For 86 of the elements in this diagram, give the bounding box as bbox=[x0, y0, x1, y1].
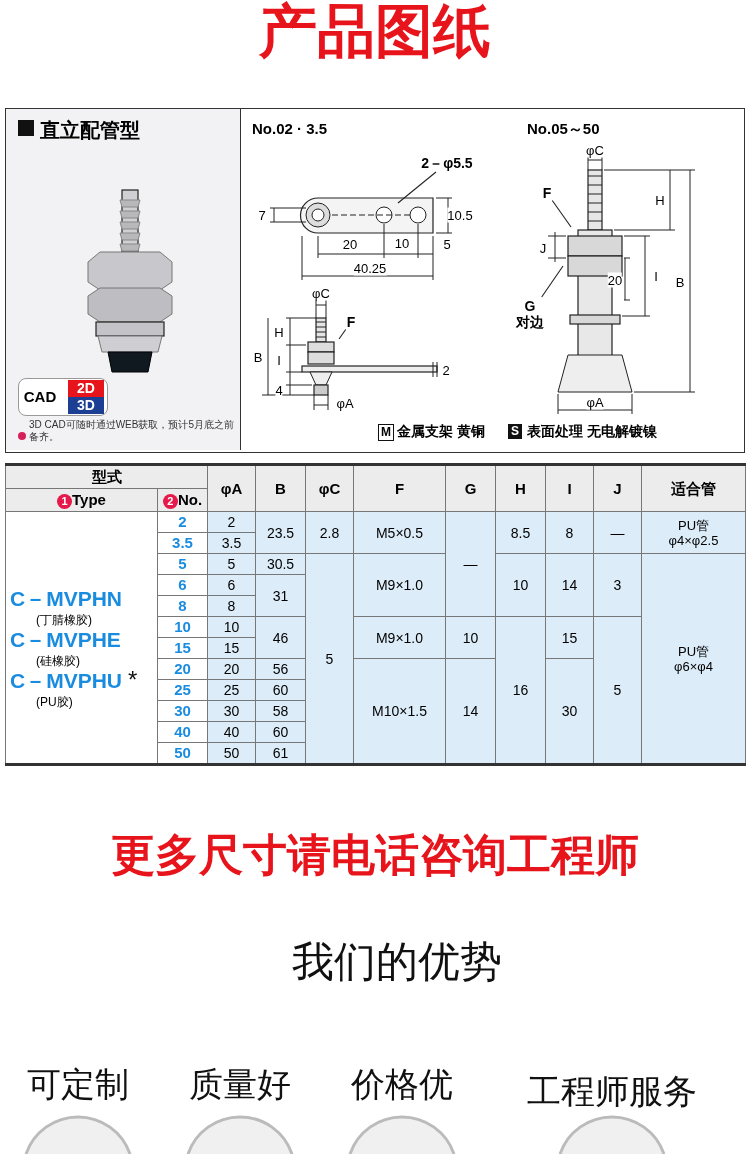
tube-spec: φ4×φ2.5 bbox=[667, 532, 720, 548]
table-cell: 8 bbox=[157, 595, 208, 617]
table-cell: 40 bbox=[157, 721, 208, 743]
leader-line bbox=[541, 265, 564, 298]
table-cell: M9×1.0 bbox=[353, 616, 446, 659]
model-name: C－MVPHE bbox=[10, 628, 121, 651]
view-title: No.05～50 bbox=[527, 120, 600, 139]
callout-label: 2－φ5.5 bbox=[421, 155, 473, 171]
table-cell: M10×1.5 bbox=[353, 658, 446, 765]
table-cell: M9×1.0 bbox=[353, 553, 446, 617]
feature-label: 质量好 bbox=[189, 1064, 291, 1105]
column-header: 型式 bbox=[5, 464, 208, 489]
table-cell: 3.5 bbox=[157, 532, 208, 554]
table-cell: 23.5 bbox=[255, 511, 306, 554]
footnote-mark: * bbox=[127, 666, 138, 693]
column-header: G bbox=[445, 464, 496, 512]
model-name: C－MVPHN bbox=[10, 587, 122, 610]
letter-badge: S bbox=[508, 424, 522, 439]
table-cell: 2.8 bbox=[305, 511, 354, 554]
table-cell: 14 bbox=[545, 553, 594, 617]
table-cell: 15 bbox=[545, 616, 594, 659]
leader-line bbox=[397, 171, 437, 204]
view-title: No.02 · 3.5 bbox=[252, 120, 328, 137]
column-header: I bbox=[545, 464, 594, 512]
letter-badge: M bbox=[378, 424, 394, 441]
table-cell: 25 bbox=[157, 679, 208, 701]
badge-label: 3D bbox=[68, 397, 104, 414]
column-header: B bbox=[255, 464, 306, 512]
page-title: 产品图纸 bbox=[259, 0, 491, 65]
table-cell: 30 bbox=[157, 700, 208, 722]
column-header: No. bbox=[177, 490, 203, 508]
callout-label: F bbox=[542, 185, 552, 201]
callout-label: G 对边 bbox=[516, 298, 544, 330]
material-note: (硅橡胶) bbox=[35, 654, 80, 668]
table-cell: M5×0.5 bbox=[353, 511, 446, 554]
leader-line bbox=[338, 328, 347, 340]
badge-text: CAD bbox=[23, 387, 57, 405]
column-header: 适合管 bbox=[641, 464, 746, 512]
table-cell: 5 bbox=[305, 553, 354, 765]
column-header: F bbox=[353, 464, 446, 512]
table-cell: 20 bbox=[157, 658, 208, 680]
table-cell: 15 bbox=[157, 637, 208, 659]
promo-text: 更多尺寸请电话咨询工程师 bbox=[111, 828, 639, 881]
column-header: J bbox=[593, 464, 642, 512]
column-header: Type bbox=[72, 490, 106, 508]
number-badge: 2 bbox=[162, 493, 178, 509]
table-cell: 16 bbox=[495, 616, 546, 765]
tube-spec: PU管 bbox=[676, 517, 711, 533]
feature-label: 工程师服务 bbox=[527, 1071, 697, 1112]
material-note: (PU胶) bbox=[35, 695, 73, 709]
dimension-label: 20 bbox=[607, 272, 623, 288]
table-cell: — bbox=[445, 511, 496, 617]
table-cell: 8 bbox=[545, 511, 594, 554]
table-cell: 31 bbox=[255, 574, 306, 617]
column-header: φC bbox=[305, 464, 354, 512]
section-heading: 我们的优势 bbox=[292, 937, 502, 987]
feature-label: 价格优 bbox=[351, 1064, 453, 1105]
table-cell: 10 bbox=[495, 553, 546, 617]
number-badge: 1 bbox=[57, 493, 73, 509]
column-header: φA bbox=[207, 464, 256, 512]
table-cell: 6 bbox=[157, 574, 208, 596]
model-name: C－MVPHU bbox=[10, 669, 122, 692]
feature-label: 可定制 bbox=[27, 1064, 129, 1105]
table-cell: 3 bbox=[593, 553, 642, 617]
dimension-label: 10.5 bbox=[447, 207, 473, 223]
column-header: H bbox=[495, 464, 546, 512]
table-cell: 10 bbox=[157, 616, 208, 638]
leader-line bbox=[551, 199, 572, 228]
table-cell: 5 bbox=[593, 616, 642, 765]
table-cell: 30 bbox=[545, 658, 594, 765]
table-cell: — bbox=[593, 511, 642, 554]
table-cell: 10 bbox=[445, 616, 496, 659]
material-note: (丁腈橡胶) bbox=[35, 613, 92, 627]
tube-spec: PU管 bbox=[676, 643, 711, 659]
table-cell: 2 bbox=[157, 511, 208, 533]
table-cell: 14 bbox=[445, 658, 496, 765]
tube-spec: φ6×φ4 bbox=[673, 658, 714, 674]
table-cell: 5 bbox=[157, 553, 208, 575]
spec-text: 金属支架 黄铜 bbox=[397, 423, 485, 441]
note-text: 3D CAD可随时通过WEB获取，预计5月底之前备齐。 bbox=[29, 419, 234, 443]
badge-label: 2D bbox=[68, 380, 104, 397]
table-cell: 8.5 bbox=[495, 511, 546, 554]
spec-text: 表面处理 无电解镀镍 bbox=[527, 423, 657, 441]
callout-label: F bbox=[346, 314, 356, 330]
panel-heading: 直立配管型 bbox=[40, 118, 140, 143]
table-cell: 46 bbox=[255, 616, 306, 659]
